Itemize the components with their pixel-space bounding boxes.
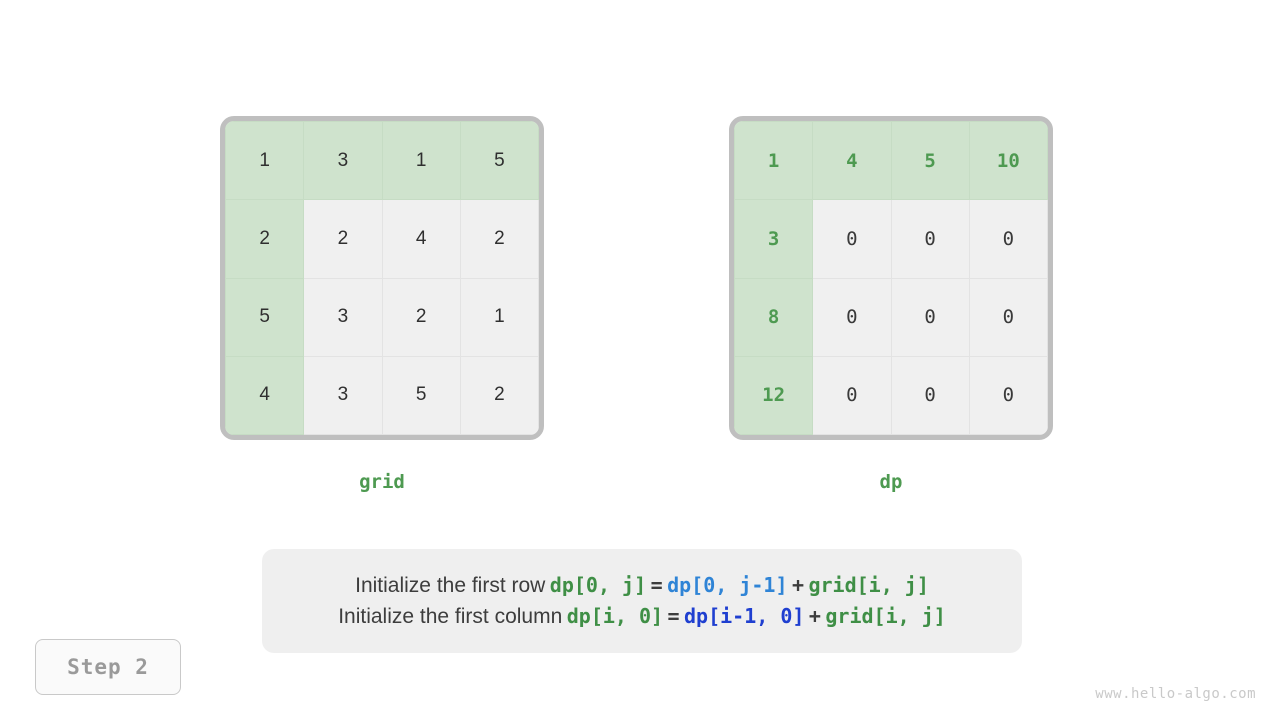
formula-line2-lhs: dp[i, 0] [566,604,664,628]
grid-cell-2-3: 1 [459,277,539,357]
grid-matrix-table: 1 3 1 5 2 2 4 2 5 3 2 1 4 3 5 2 [225,121,539,435]
grid-cell-3-3: 2 [459,355,539,435]
formula-line1-plus: + [791,573,804,597]
formula-line1-lhs: dp[0, j] [549,573,647,597]
grid-cell-0-0: 1 [225,121,305,201]
dp-cell-2-2: 0 [890,277,970,357]
grid-cell-3-2: 5 [381,355,461,435]
step-badge: Step 2 [35,639,181,695]
dp-cell-3-0: 12 [734,355,814,435]
formula-line2-rhs1: dp[i-1, 0] [684,604,805,628]
table-row: 1 3 1 5 [225,121,539,201]
dp-cell-3-1: 0 [812,355,892,435]
table-row: 3 0 0 0 [734,199,1048,279]
dp-cell-2-3: 0 [968,277,1048,357]
dp-cell-3-3: 0 [968,355,1048,435]
dp-cell-3-2: 0 [890,355,970,435]
dp-cell-1-0: 3 [734,199,814,279]
dp-cell-1-1: 0 [812,199,892,279]
grid-cell-0-3: 5 [459,121,539,201]
formula-line-first-row: Initialize the first row dp[0, j] = dp[0… [355,575,929,596]
formula-box: Initialize the first row dp[0, j] = dp[0… [262,549,1022,653]
grid-matrix-label: grid [359,471,405,493]
formula-line2-rhs2: grid[i, j] [825,604,946,628]
watermark: www.hello-algo.com [1095,686,1256,702]
formula-line2-plus: + [808,604,821,628]
grid-matrix: 1 3 1 5 2 2 4 2 5 3 2 1 4 3 5 2 [220,116,544,440]
grid-cell-1-2: 4 [381,199,461,279]
dp-matrix: 1 4 5 10 3 0 0 0 8 0 0 0 12 0 0 0 [729,116,1053,440]
grid-cell-3-0: 4 [225,355,305,435]
dp-cell-2-0: 8 [734,277,814,357]
dp-cell-0-1: 4 [812,121,892,201]
dp-cell-0-2: 5 [890,121,970,201]
grid-cell-2-0: 5 [225,277,305,357]
table-row: 8 0 0 0 [734,277,1048,357]
formula-line1-rhs2: grid[i, j] [808,573,929,597]
grid-cell-3-1: 3 [303,355,383,435]
formula-line2-equals: = [667,604,680,628]
grid-cell-0-2: 1 [381,121,461,201]
formula-line1-text: Initialize the first row [355,574,546,597]
table-row: 2 2 4 2 [225,199,539,279]
dp-cell-1-2: 0 [890,199,970,279]
formula-line1-equals: = [650,573,663,597]
grid-cell-0-1: 3 [303,121,383,201]
grid-cell-1-3: 2 [459,199,539,279]
dp-matrix-label: dp [879,471,903,493]
dp-cell-0-0: 1 [734,121,814,201]
grid-cell-2-1: 3 [303,277,383,357]
formula-line1-rhs1: dp[0, j-1] [667,573,788,597]
dp-cell-0-3: 10 [968,121,1048,201]
grid-cell-1-0: 2 [225,199,305,279]
table-row: 4 3 5 2 [225,355,539,435]
table-row: 1 4 5 10 [734,121,1048,201]
formula-line2-text: Initialize the first column [338,605,563,628]
grid-cell-2-2: 2 [381,277,461,357]
table-row: 12 0 0 0 [734,355,1048,435]
formula-line-first-column: Initialize the first column dp[i, 0] = d… [338,606,946,627]
dp-cell-2-1: 0 [812,277,892,357]
dp-matrix-table: 1 4 5 10 3 0 0 0 8 0 0 0 12 0 0 0 [734,121,1048,435]
dp-cell-1-3: 0 [968,199,1048,279]
table-row: 5 3 2 1 [225,277,539,357]
grid-cell-1-1: 2 [303,199,383,279]
